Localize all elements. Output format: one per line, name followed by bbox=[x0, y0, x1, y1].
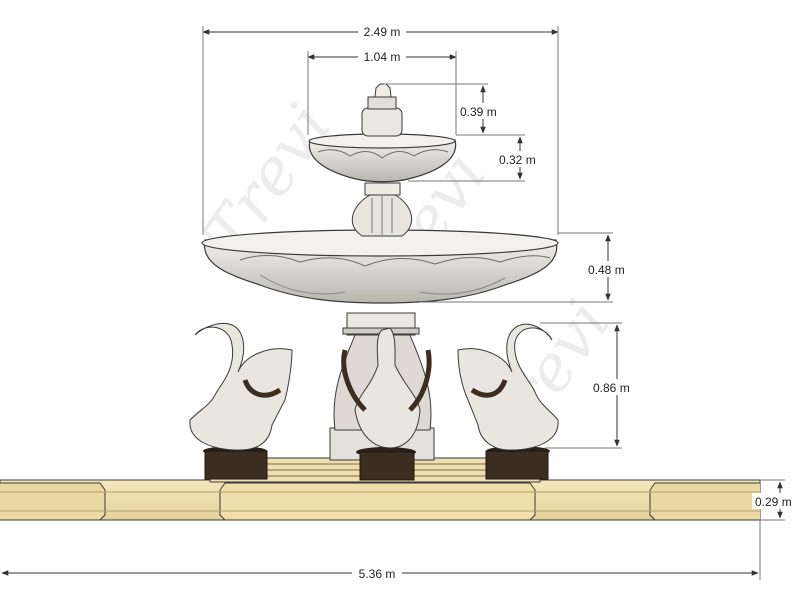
dim-top-bowl-height: 0.32 m bbox=[499, 153, 536, 167]
dimension-labels: 2.49 m 1.04 m 0.39 m 0.32 m 0.48 m 0.86 … bbox=[352, 24, 800, 581]
top-bowl bbox=[308, 133, 457, 183]
swan-left bbox=[189, 322, 293, 480]
swan-center bbox=[341, 327, 432, 481]
swan-right bbox=[457, 323, 559, 480]
upper-stem bbox=[351, 182, 413, 237]
dim-basin-height: 0.29 m bbox=[755, 495, 792, 509]
dim-finial-height: 0.39 m bbox=[460, 105, 497, 119]
large-bowl bbox=[201, 229, 559, 304]
dim-swan-height: 0.86 m bbox=[593, 381, 630, 395]
finial bbox=[361, 83, 403, 137]
dim-big-bowl-height: 0.48 m bbox=[588, 263, 625, 277]
dim-overall-width: 2.49 m bbox=[364, 25, 401, 39]
dim-basin-width: 5.36 m bbox=[359, 567, 396, 581]
dim-top-bowl-width: 1.04 m bbox=[364, 50, 401, 64]
